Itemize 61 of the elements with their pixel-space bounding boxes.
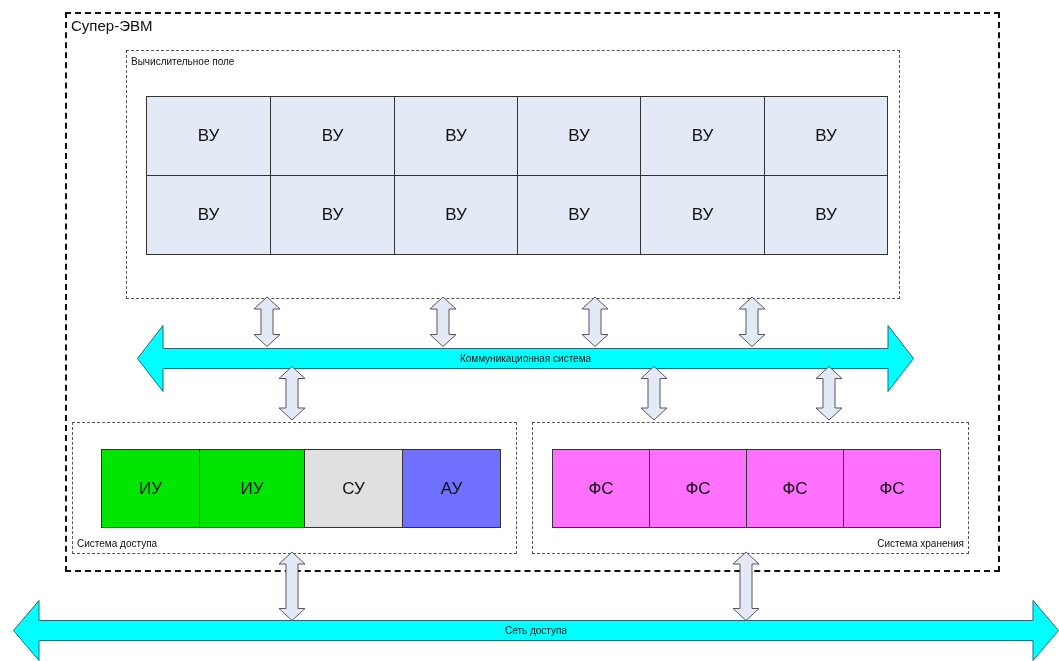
unit-label: ВУ xyxy=(197,126,220,146)
unit-cell xyxy=(270,175,395,255)
double-arrow xyxy=(640,366,668,421)
unit-cell xyxy=(552,449,650,528)
unit-cell xyxy=(746,449,844,528)
subsystem-group xyxy=(532,422,969,554)
bus-label: Коммуникационная система xyxy=(458,352,593,365)
unit-cell xyxy=(517,96,641,176)
unit-label: ВУ xyxy=(445,126,467,146)
unit-cell xyxy=(270,96,395,176)
unit-label: ФС xyxy=(588,478,614,499)
unit-cell xyxy=(101,449,200,528)
double-arrow xyxy=(429,296,457,347)
unit-label: ФС xyxy=(782,478,808,499)
double-arrow xyxy=(738,296,766,347)
unit-label: ИУ xyxy=(240,478,264,499)
unit-cell xyxy=(843,449,941,528)
double-arrow xyxy=(278,551,306,621)
unit-label: ИУ xyxy=(139,478,162,499)
bus-arrow xyxy=(13,600,1059,661)
double-arrow xyxy=(253,296,281,347)
double-arrow xyxy=(732,551,760,621)
unit-cell xyxy=(649,449,747,528)
group-label: Вычислительное поле xyxy=(131,56,235,67)
double-arrow xyxy=(815,366,843,421)
unit-cell xyxy=(402,449,501,528)
unit-label: ВУ xyxy=(445,205,467,225)
unit-cell xyxy=(394,175,518,255)
unit-label: ФС xyxy=(685,478,711,499)
unit-cell xyxy=(517,175,641,255)
unit-cell xyxy=(394,96,518,176)
group-label: Система доступа xyxy=(77,538,158,549)
unit-label: ВУ xyxy=(321,205,344,225)
system-boundary xyxy=(65,12,1000,572)
bus-arrow xyxy=(137,325,914,392)
unit-cell xyxy=(764,175,888,255)
unit-label: ВУ xyxy=(815,205,837,225)
unit-label: ВУ xyxy=(568,205,590,225)
unit-label: ВУ xyxy=(815,126,837,146)
unit-label: АУ xyxy=(440,478,463,499)
unit-label: ВУ xyxy=(691,126,714,146)
unit-label: ВУ xyxy=(321,126,344,146)
unit-cell xyxy=(764,96,888,176)
double-arrow xyxy=(581,296,609,347)
unit-cell xyxy=(146,175,271,255)
unit-label: ВУ xyxy=(691,205,714,225)
unit-label: ВУ xyxy=(568,126,590,146)
unit-cell xyxy=(146,96,271,176)
subsystem-group xyxy=(72,422,517,554)
unit-cell xyxy=(640,96,765,176)
unit-label: ФС xyxy=(879,478,905,499)
subsystem-group xyxy=(126,50,900,299)
unit-label: СУ xyxy=(342,478,365,499)
double-arrow xyxy=(278,366,306,421)
bus-label: Сеть доступа xyxy=(503,624,569,637)
unit-label: ВУ xyxy=(197,205,220,225)
unit-cell xyxy=(640,175,765,255)
group-label: Система хранения xyxy=(877,538,964,549)
unit-cell xyxy=(199,449,305,528)
container-title: Супер-ЭВМ xyxy=(71,17,153,34)
unit-cell xyxy=(304,449,403,528)
